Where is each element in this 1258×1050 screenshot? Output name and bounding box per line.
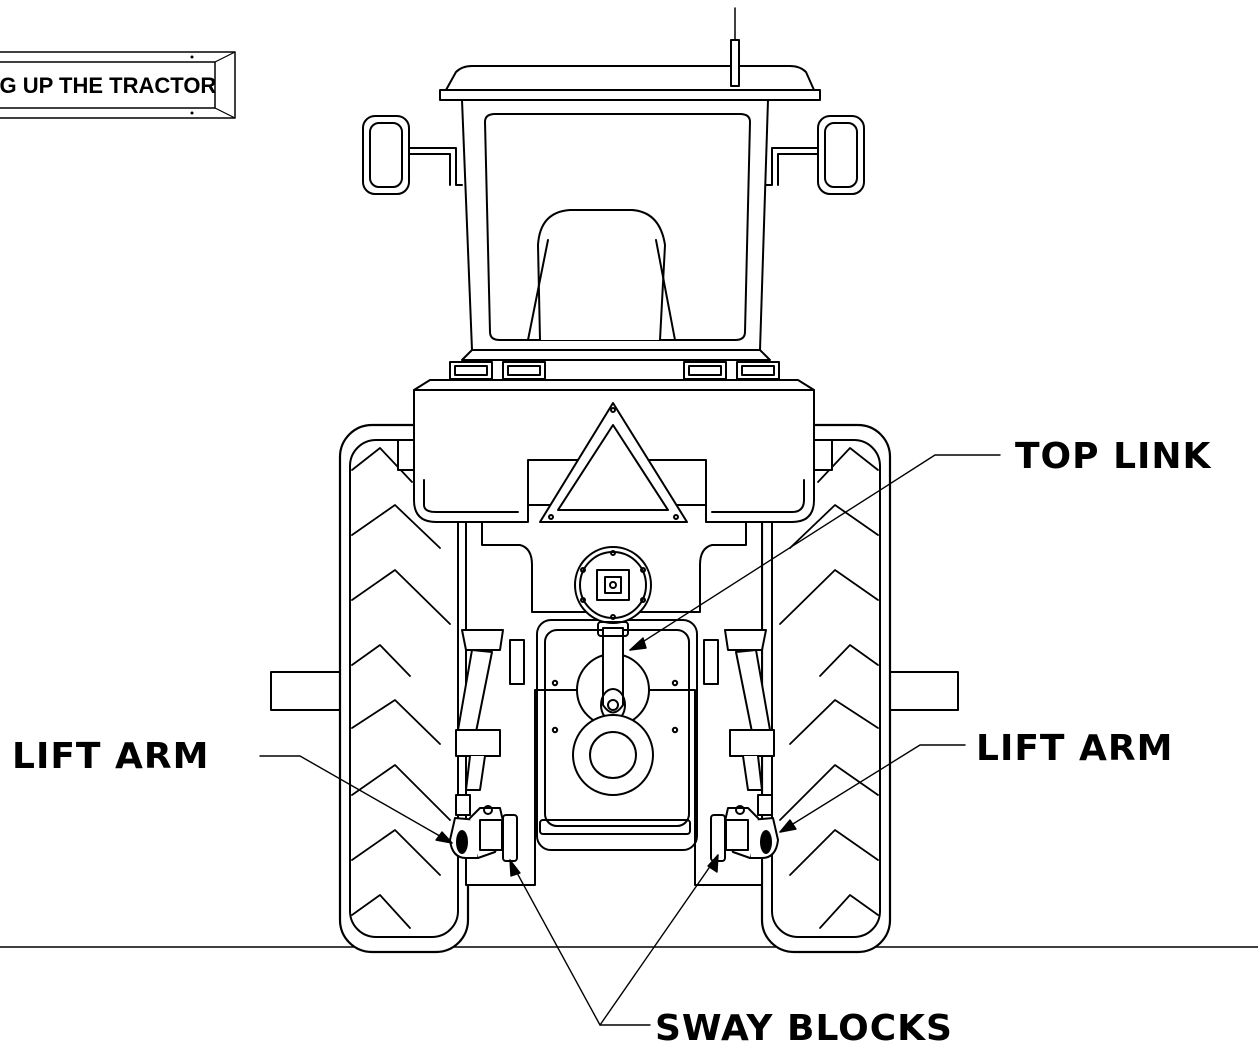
roof xyxy=(439,65,821,101)
label-lift-arm-left: LIFT ARM xyxy=(12,736,209,777)
pto-shaft xyxy=(572,714,654,796)
sway-block-right xyxy=(710,814,749,862)
tire-right xyxy=(760,423,892,954)
seat xyxy=(527,209,676,341)
lift-arm-right xyxy=(703,629,779,859)
section-banner: NG UP THE TRACTOR xyxy=(0,51,236,119)
axle-right xyxy=(887,671,959,711)
antenna xyxy=(730,7,740,87)
mirror-right xyxy=(765,115,865,195)
top-link xyxy=(576,621,650,727)
mirror-left xyxy=(362,115,463,195)
label-sway-blocks: SWAY BLOCKS xyxy=(655,1008,953,1049)
leader-top-link xyxy=(629,454,1001,651)
tail-lights xyxy=(449,361,780,380)
leader-lift-arm-left xyxy=(259,755,453,844)
axle-left xyxy=(270,671,344,711)
label-top-link: TOP LINK xyxy=(1015,436,1212,477)
callout-leaders xyxy=(259,454,1001,1026)
pto-flange xyxy=(574,546,652,624)
smv-emblem xyxy=(539,402,688,523)
label-lift-arm-right: LIFT ARM xyxy=(976,728,1173,769)
leader-lift-arm-right xyxy=(779,744,966,833)
section-banner-text: NG UP THE TRACTOR xyxy=(0,73,216,98)
